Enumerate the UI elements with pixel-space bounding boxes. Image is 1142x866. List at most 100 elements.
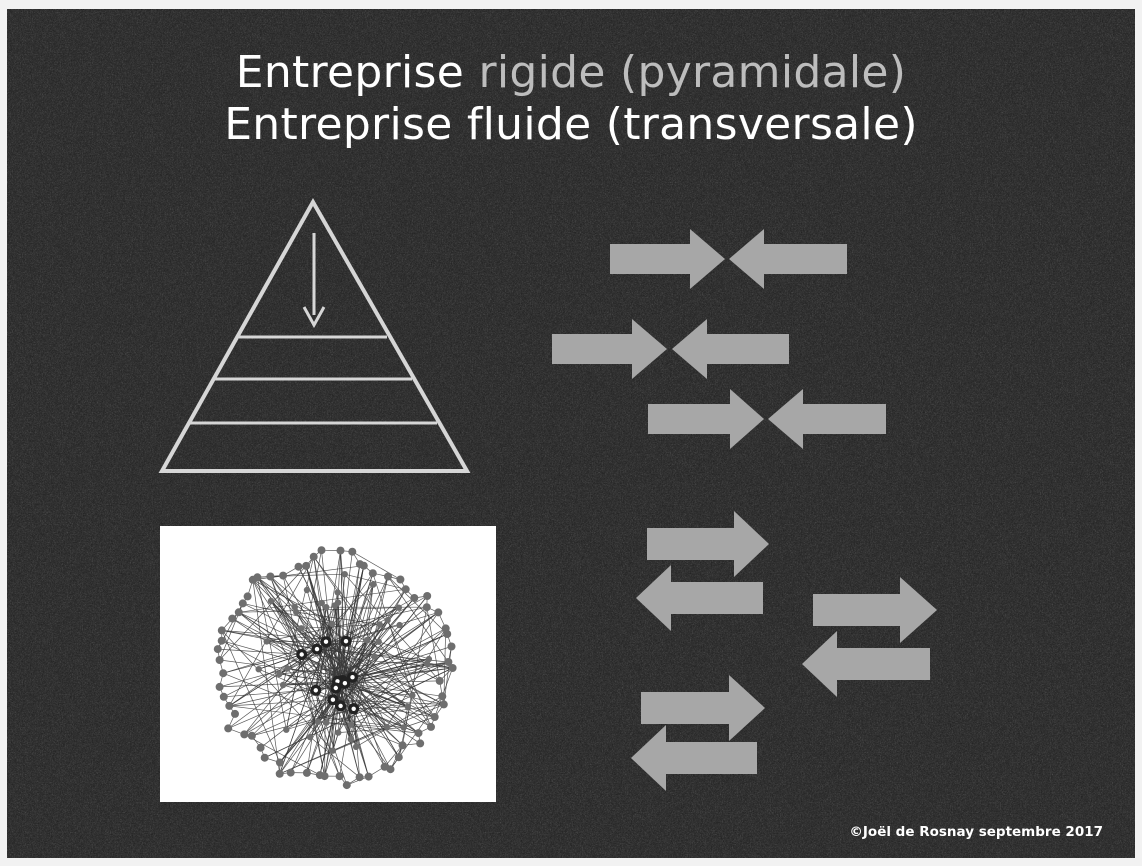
network-node bbox=[306, 733, 314, 741]
network-node bbox=[279, 571, 288, 580]
network-edge bbox=[378, 641, 430, 660]
network-node bbox=[331, 602, 338, 609]
network-edge bbox=[335, 574, 346, 689]
network-edge bbox=[270, 576, 435, 718]
network-edge bbox=[315, 589, 406, 691]
left-arrow-icon bbox=[802, 631, 930, 697]
right-arrow-icon bbox=[648, 389, 764, 449]
network-edge bbox=[219, 565, 307, 661]
network-edge bbox=[372, 573, 413, 696]
network-edge bbox=[334, 605, 341, 683]
network-node bbox=[238, 599, 247, 608]
network-edge bbox=[232, 618, 302, 655]
network-node bbox=[400, 724, 407, 731]
network-edge bbox=[223, 607, 399, 698]
network-edge bbox=[403, 706, 409, 728]
bidirectional-pair-1 bbox=[636, 511, 769, 631]
network-edge bbox=[244, 734, 321, 776]
network-node bbox=[293, 608, 300, 616]
network-edge bbox=[287, 668, 327, 723]
bidirectional-pair-2 bbox=[802, 577, 937, 697]
left-arrow-icon bbox=[636, 565, 763, 631]
network-edge bbox=[387, 620, 432, 728]
network-node bbox=[364, 772, 373, 781]
network-hub-center bbox=[338, 703, 343, 709]
network-node bbox=[225, 701, 234, 710]
network-node bbox=[359, 561, 368, 570]
network-edge bbox=[315, 690, 327, 723]
network-node bbox=[376, 621, 383, 628]
network-node bbox=[383, 723, 390, 731]
network-node bbox=[243, 592, 252, 601]
network-node bbox=[438, 692, 447, 701]
network-node bbox=[430, 713, 439, 721]
network-node bbox=[256, 743, 265, 752]
network-hub-center bbox=[335, 679, 340, 684]
network-hub-center bbox=[313, 688, 318, 693]
right-arrow-icon bbox=[552, 319, 667, 379]
pyramid-down-arrow-icon bbox=[302, 233, 326, 329]
converging-pair-3 bbox=[648, 389, 886, 449]
left-arrow-icon bbox=[631, 725, 757, 791]
network-edge bbox=[229, 680, 343, 707]
network-edge bbox=[337, 681, 404, 728]
network-edge bbox=[221, 630, 453, 669]
network-edge bbox=[296, 611, 380, 625]
network-node bbox=[314, 718, 322, 725]
network-node bbox=[448, 664, 457, 672]
network-node bbox=[247, 731, 256, 740]
left-arrow-icon bbox=[768, 389, 886, 449]
network-node bbox=[435, 676, 444, 685]
network-node bbox=[348, 547, 357, 556]
network-node bbox=[329, 747, 337, 754]
network-node bbox=[309, 552, 318, 561]
network-node bbox=[409, 692, 416, 699]
network-edge bbox=[242, 603, 444, 705]
network-edge bbox=[242, 603, 333, 625]
network-edge bbox=[257, 577, 287, 730]
network-node bbox=[434, 608, 443, 617]
network-node bbox=[410, 594, 419, 602]
network-node bbox=[219, 692, 228, 701]
network-edge bbox=[384, 745, 403, 768]
network-node bbox=[217, 626, 226, 635]
network-edge bbox=[301, 624, 380, 629]
network-hub-center bbox=[342, 681, 348, 686]
network-node bbox=[444, 658, 453, 666]
network-edge bbox=[279, 681, 338, 763]
network-node bbox=[317, 546, 326, 555]
converging-arrows-icon bbox=[552, 229, 886, 449]
network-node bbox=[425, 655, 433, 663]
network-node bbox=[234, 608, 243, 617]
network-node bbox=[414, 729, 423, 738]
network-edge bbox=[252, 579, 440, 682]
network-node bbox=[255, 666, 262, 673]
network-node bbox=[303, 586, 311, 594]
network-node bbox=[368, 569, 377, 578]
network-node bbox=[371, 653, 378, 660]
network-edge bbox=[223, 641, 327, 674]
slide-title: Entreprise rigide (pyramidale) Entrepris… bbox=[7, 47, 1135, 151]
network-node bbox=[341, 571, 348, 578]
network-node bbox=[302, 768, 311, 777]
network-edge bbox=[282, 575, 325, 777]
network-node bbox=[298, 625, 305, 632]
network-edge bbox=[355, 695, 443, 748]
network-edge bbox=[402, 607, 428, 746]
network-edge bbox=[219, 668, 288, 688]
network-node bbox=[447, 642, 456, 651]
network-edge bbox=[252, 579, 302, 629]
network-hub-center bbox=[314, 646, 320, 652]
network-node bbox=[352, 743, 360, 750]
network-hub-center bbox=[330, 697, 336, 702]
network-hub-center bbox=[333, 685, 338, 691]
network-node bbox=[363, 636, 371, 644]
copyright-credit: ©Joël de Rosnay septembre 2017 bbox=[849, 824, 1103, 840]
network-edge bbox=[244, 623, 333, 735]
network-node bbox=[342, 781, 351, 790]
network-edge bbox=[332, 699, 435, 718]
network-node bbox=[286, 768, 295, 777]
network-node bbox=[275, 758, 284, 767]
network-edge bbox=[258, 654, 302, 670]
converging-pair-1 bbox=[610, 229, 847, 289]
